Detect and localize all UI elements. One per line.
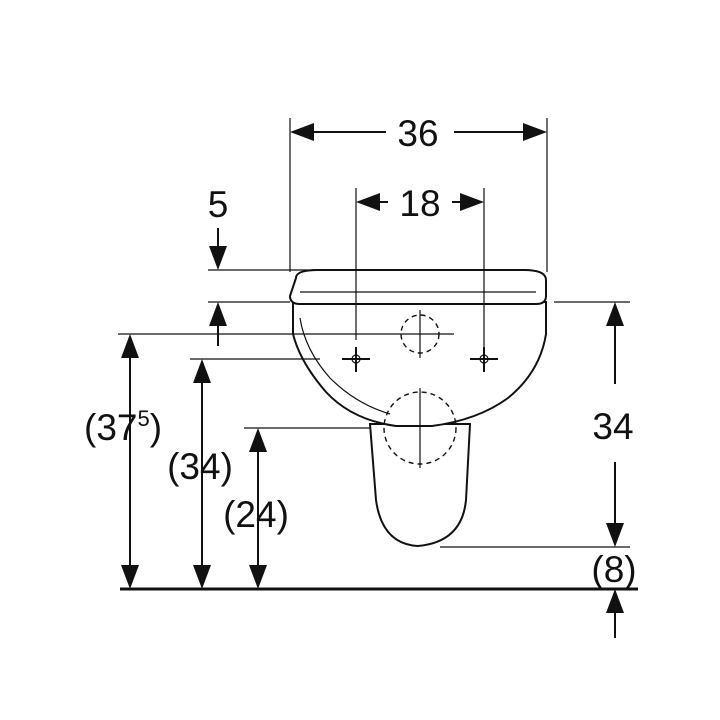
- fixing-bolt-left-icon: [342, 347, 370, 372]
- wc-pan-outline: [288, 269, 547, 548]
- dim-overall-width-label: 36: [397, 113, 438, 154]
- dim-left-inner: [249, 428, 267, 589]
- seat-cover: [288, 269, 547, 305]
- dim-left-mid: [193, 359, 211, 589]
- pan-inner-line: [299, 317, 391, 415]
- dim-overall-width: [290, 123, 547, 141]
- dim-left-outer: [121, 334, 139, 589]
- dim-floor-clearance-label: (8): [591, 549, 636, 590]
- dim-left-outer-label: (375): [84, 406, 162, 448]
- dim-left-outer-sup: 5: [137, 406, 149, 431]
- dim-fixing-spacing-label: 18: [399, 183, 440, 224]
- dim-left-mid-label: (34): [167, 446, 233, 487]
- dim-floor-clearance: [606, 589, 624, 638]
- dim-right-height: [606, 302, 624, 547]
- dim-seat-thickness-label: 5: [208, 184, 229, 225]
- dim-seat-thickness: [209, 228, 227, 346]
- dim-fixing-spacing: [356, 193, 484, 211]
- dim-right-height-label: 34: [592, 406, 633, 447]
- dim-left-inner-label: (24): [223, 494, 289, 535]
- extension-lines: [118, 118, 630, 548]
- dim-left-outer-close: ): [150, 407, 162, 448]
- dim-left-outer-base: (37: [84, 407, 137, 448]
